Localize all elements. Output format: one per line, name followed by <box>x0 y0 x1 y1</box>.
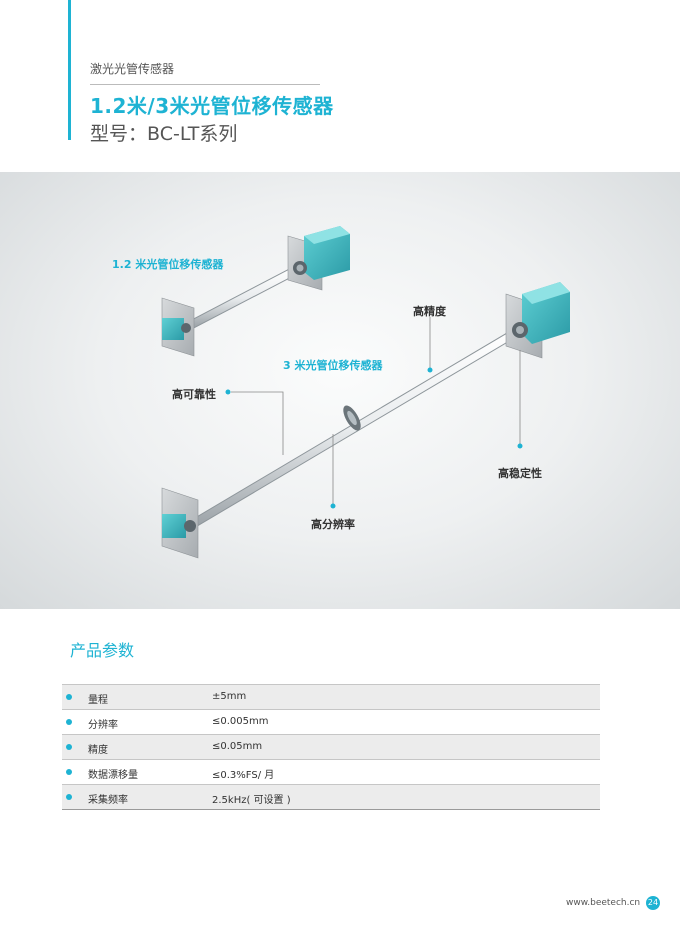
spec-label: 精度 <box>88 745 108 756</box>
spec-row-resolution: 分辨率 ≤0.005mm <box>62 709 600 734</box>
bullet-icon <box>66 794 72 800</box>
feature-reliability: 高可靠性 <box>172 388 216 401</box>
header-divider <box>90 84 320 85</box>
feature-stability: 高稳定性 <box>498 467 542 480</box>
accent-bar <box>68 0 71 140</box>
label-long-sensor: 3 米光管位移传感器 <box>283 359 383 372</box>
bullet-icon <box>66 719 72 725</box>
spec-value: 2.5kHz( 可设置 ) <box>212 795 291 806</box>
spec-label: 数据漂移量 <box>88 770 138 781</box>
specs-section-title: 产品参数 <box>70 641 135 660</box>
spec-value: ≤0.3%FS/ 月 <box>212 770 275 781</box>
spec-value: ≤0.05mm <box>212 741 263 752</box>
bullet-icon <box>66 744 72 750</box>
spec-label: 采集频率 <box>88 795 128 806</box>
spec-row-accuracy: 精度 ≤0.05mm <box>62 734 600 759</box>
spec-value: ±5mm <box>212 691 247 702</box>
spec-row-sampling: 采集频率 2.5kHz( 可设置 ) <box>62 784 600 810</box>
feature-resolution: 高分辨率 <box>311 518 355 531</box>
short-sensor <box>161 226 350 357</box>
sensor-illustration <box>161 226 570 559</box>
spec-label: 量程 <box>88 695 108 706</box>
website-link[interactable]: www.beetech.cn <box>566 898 641 908</box>
product-hero-image: 1.2 米光管位移传感器 3 米光管位移传感器 高精度 高可靠性 高稳定性 高分… <box>0 172 680 609</box>
page-number-badge: 24 <box>646 896 660 910</box>
long-sensor <box>161 282 570 559</box>
category-label: 激光光管传感器 <box>90 62 175 76</box>
callout-dots <box>225 367 523 509</box>
spec-row-drift: 数据漂移量 ≤0.3%FS/ 月 <box>62 759 600 784</box>
specs-table: 量程 ±5mm 分辨率 ≤0.005mm 精度 ≤0.05mm 数据漂移量 ≤0… <box>62 684 600 810</box>
spec-label: 分辨率 <box>88 720 118 731</box>
page-title: 1.2米/3米光管位移传感器 <box>90 94 334 118</box>
spec-value: ≤0.005mm <box>212 716 269 727</box>
callout-leaders <box>231 317 521 506</box>
model-subtitle: 型号：BC-LT系列 <box>90 123 238 145</box>
label-short-sensor: 1.2 米光管位移传感器 <box>112 258 224 271</box>
bullet-icon <box>66 769 72 775</box>
spec-row-range: 量程 ±5mm <box>62 684 600 709</box>
feature-precision: 高精度 <box>413 305 446 318</box>
bullet-icon <box>66 694 72 700</box>
